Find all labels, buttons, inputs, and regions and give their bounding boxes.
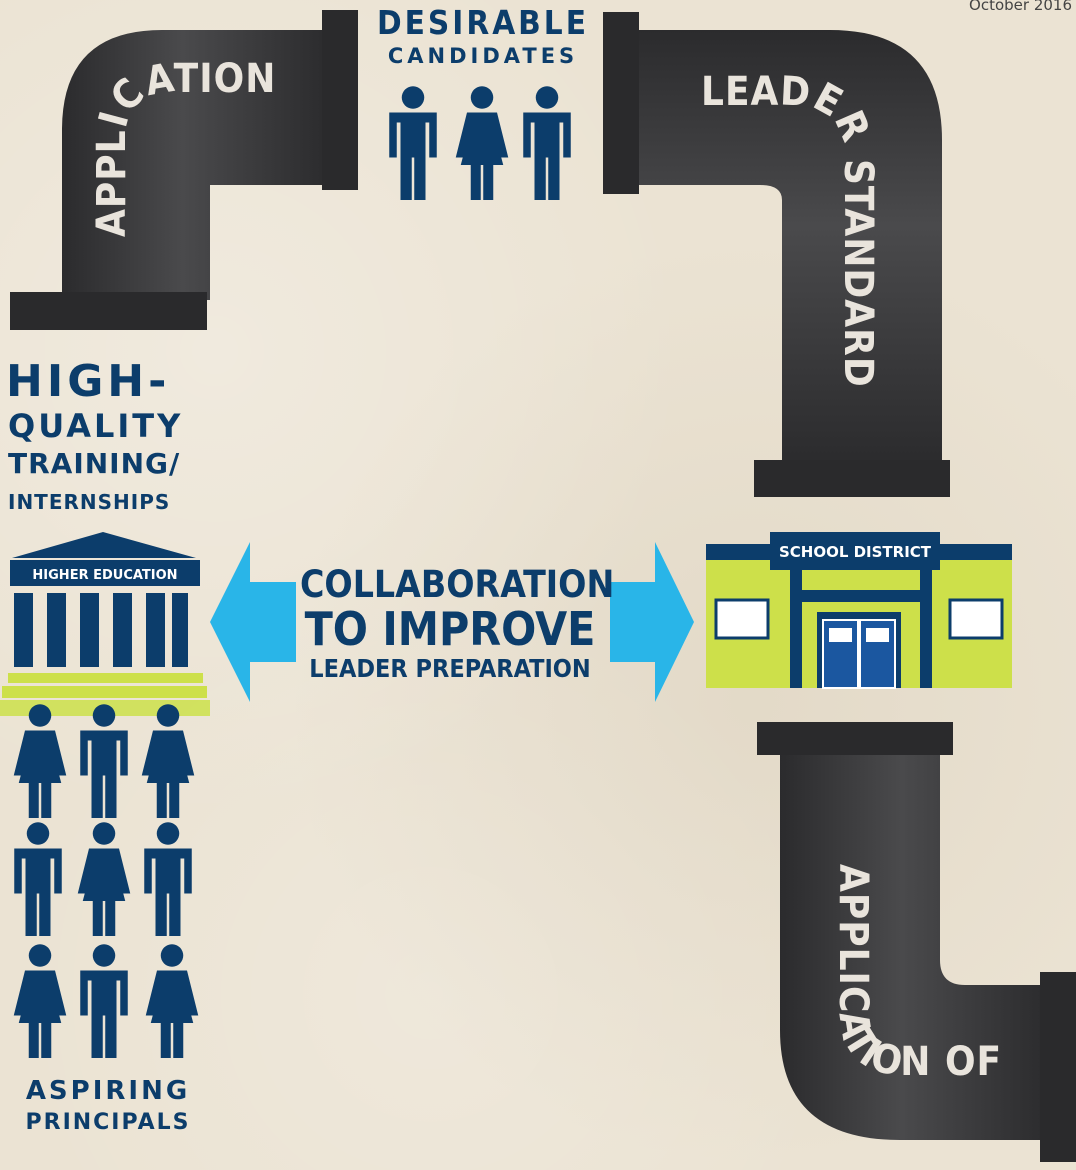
man-icon bbox=[80, 944, 128, 1058]
double-arrow-icon bbox=[210, 542, 694, 702]
university-icon: HIGHER EDUCATION bbox=[0, 532, 210, 716]
date-label: October 2016 bbox=[969, 0, 1072, 14]
university-label: HIGHER EDUCATION bbox=[32, 568, 177, 583]
heading-high: HIGH- bbox=[6, 356, 171, 407]
school-building-icon: SCHOOL DISTRICT bbox=[706, 532, 1012, 689]
woman-icon bbox=[13, 944, 67, 1058]
pipe-top-left: APPLICATION OF bbox=[0, 0, 358, 330]
woman-icon bbox=[145, 944, 199, 1058]
center-line-3: LEADER PREPARATION bbox=[309, 654, 591, 683]
heading-quality: QUALITY bbox=[8, 407, 184, 445]
desirable-label: DESIRABLE bbox=[376, 3, 590, 42]
man-icon bbox=[14, 822, 62, 936]
heading-training: TRAINING/ bbox=[8, 447, 181, 480]
aspiring-figures bbox=[13, 704, 199, 1058]
man-icon bbox=[523, 86, 571, 200]
center-line-2: TO IMPROVE bbox=[304, 602, 596, 656]
woman-icon bbox=[455, 86, 509, 200]
heading-internships: INTERNSHIPS bbox=[8, 490, 171, 514]
candidates-figures bbox=[389, 86, 571, 200]
aspiring-label: ASPIRING bbox=[25, 1076, 191, 1106]
man-icon bbox=[80, 704, 128, 818]
woman-icon bbox=[77, 822, 131, 936]
candidates-label: CANDIDATES bbox=[387, 44, 579, 68]
woman-icon bbox=[13, 704, 67, 818]
man-icon bbox=[144, 822, 192, 936]
man-icon bbox=[389, 86, 437, 200]
school-label: SCHOOL DISTRICT bbox=[779, 543, 932, 561]
center-line-1: COLLABORATION bbox=[300, 563, 615, 606]
pipe-bottom-right: APPLICATION OF bbox=[757, 722, 1076, 1162]
principals-label: PRINCIPALS bbox=[25, 1110, 191, 1135]
woman-icon bbox=[141, 704, 195, 818]
